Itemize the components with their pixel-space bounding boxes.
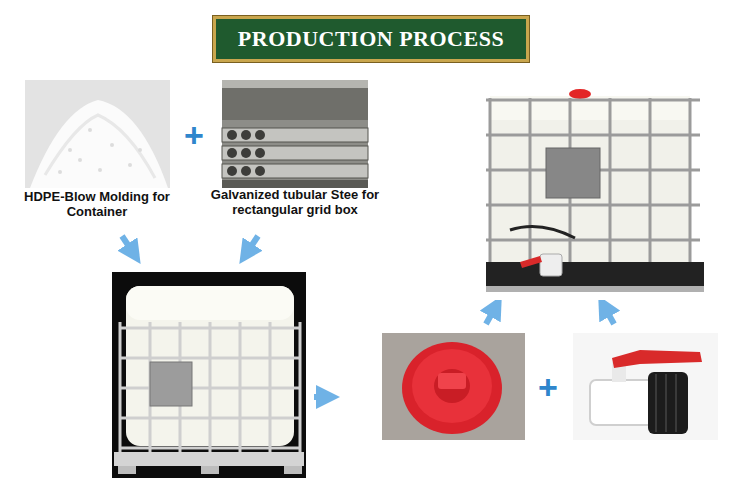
pellets-photo bbox=[25, 80, 170, 188]
plus-sign: + bbox=[534, 370, 562, 404]
red-cap-photo bbox=[382, 333, 525, 440]
valve-photo bbox=[573, 333, 718, 440]
steel-pipes-photo bbox=[222, 80, 368, 188]
caged-tank-photo bbox=[112, 272, 306, 478]
caption-text: HDPE-Blow Molding for Container bbox=[18, 190, 176, 220]
ibc-tank-photo bbox=[478, 78, 706, 300]
title-text: PRODUCTION PROCESS bbox=[238, 26, 504, 52]
photo-caption: Galvanized tubular Stee for rectangular … bbox=[200, 188, 390, 218]
title-banner: PRODUCTION PROCESS bbox=[213, 16, 529, 62]
plus-sign: + bbox=[180, 118, 208, 152]
photo-caption: HDPE-Blow Molding for Container bbox=[18, 190, 176, 220]
caption-text: Galvanized tubular Stee for rectangular … bbox=[200, 188, 390, 218]
